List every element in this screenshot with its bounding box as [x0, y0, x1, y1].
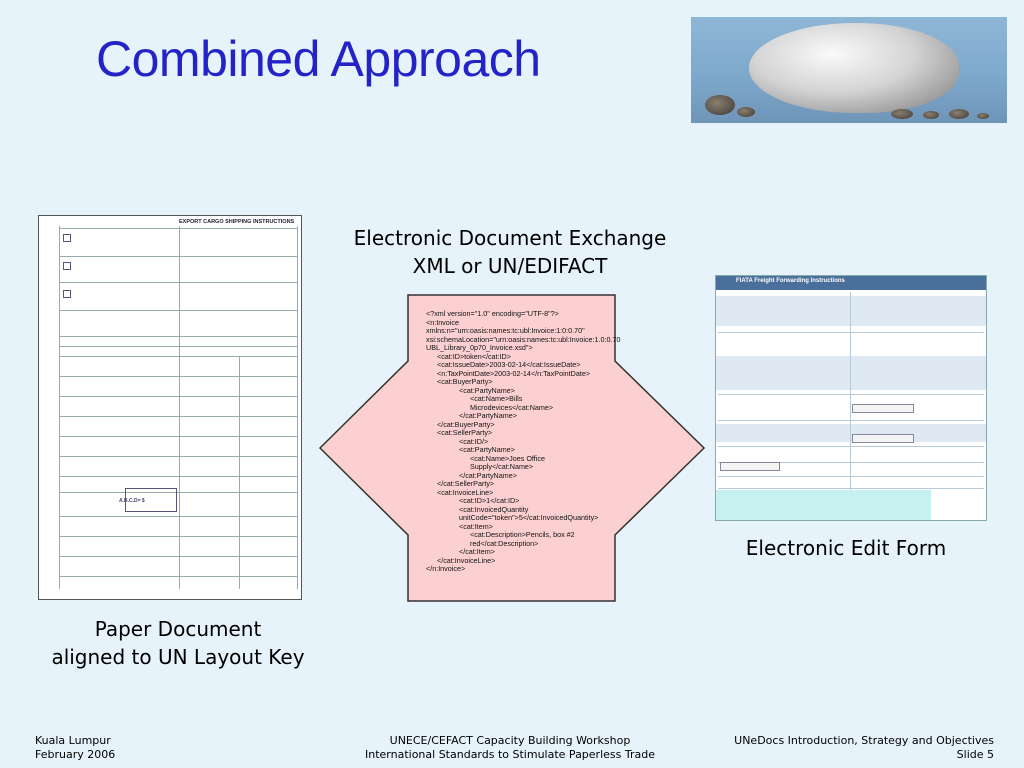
xml-line: <cat:BuyerParty>: [437, 377, 493, 386]
double-arrow-shape: [318, 294, 706, 602]
xml-line: <cat:Name>Joes Office Supply</cat:Name>: [470, 453, 545, 471]
paper-document-image: EXPORT CARGO SHIPPING INSTRUCTIONS A.B.C…: [38, 215, 302, 600]
xml-code-sample: <?xml version="1.0" encoding="UTF-8"?><n…: [426, 309, 621, 574]
xml-line: <cat:Description>Pencils, box #2 red</ca…: [470, 530, 575, 548]
xml-line: <cat:Name>Bills Microdevices</cat:Name>: [470, 394, 554, 412]
xml-line: </cat:PartyName>: [459, 411, 517, 420]
xml-line: <cat:InvoicedQuantity unitCode="token">5…: [459, 504, 599, 522]
xml-line: <cat:Item>: [459, 521, 493, 531]
electronic-form-image: FIATA Freight Forwarding Instructions: [715, 275, 987, 521]
paper-document-heading: EXPORT CARGO SHIPPING INSTRUCTIONS: [179, 219, 295, 225]
xml-line: <cat:SellerParty>: [437, 428, 493, 437]
double-arrow: [318, 294, 706, 602]
xml-line: </n:Invoice>: [426, 564, 466, 573]
form-heading: FIATA Freight Forwarding Instructions: [716, 276, 986, 290]
xml-line: <cat:ID/>: [459, 436, 489, 446]
xml-line: </cat:PartyName>: [459, 470, 517, 480]
xml-line: <cat:PartyName>: [459, 385, 515, 395]
xml-line: </cat:SellerParty>: [437, 479, 495, 488]
xml-line: <?xml version="1.0" encoding="UTF-8"?>: [426, 309, 559, 318]
xml-line: </cat:InvoiceLine>: [437, 555, 496, 565]
footer-location: Kuala Lumpur February 2006: [35, 734, 116, 761]
xml-line: <cat:PartyName>: [459, 445, 515, 454]
xml-line: xsi:schemaLocation="urn:oasis:names:tc:u…: [426, 334, 621, 352]
paper-label: Paper Document aligned to UN Layout Key: [51, 617, 305, 669]
xml-line: <cat:ID>1</cat:ID>: [459, 496, 520, 505]
exchange-label: Electronic Document Exchange XML or UN/E…: [353, 226, 667, 278]
xml-line: <n:TaxPointDate>2003-02-14</n:TaxPointDa…: [437, 368, 591, 378]
xml-line: <cat:IssueDate>2003-02-14</cat:IssueDate…: [437, 360, 581, 369]
xml-line: <n:Invoice: [426, 317, 459, 327]
large-stone: [749, 23, 959, 113]
stone-photo: [691, 17, 1007, 123]
slide-title: Combined Approach: [96, 31, 541, 87]
xml-line: <cat:ID>token</cat:ID>: [437, 351, 511, 361]
form-label: Electronic Edit Form: [745, 536, 947, 560]
xml-line: </cat:Item>: [459, 547, 495, 556]
footer-event: UNECE/CEFACT Capacity Building Workshop …: [365, 734, 655, 761]
footer-slide-info: UNeDocs Introduction, Strategy and Objec…: [734, 734, 994, 761]
xml-line: </cat:BuyerParty>: [437, 419, 495, 429]
xml-line: <cat:InvoiceLine>: [437, 487, 494, 497]
xml-line: xmlns:n="urn:oasis:names:tc:ubl:Invoice:…: [426, 326, 585, 335]
